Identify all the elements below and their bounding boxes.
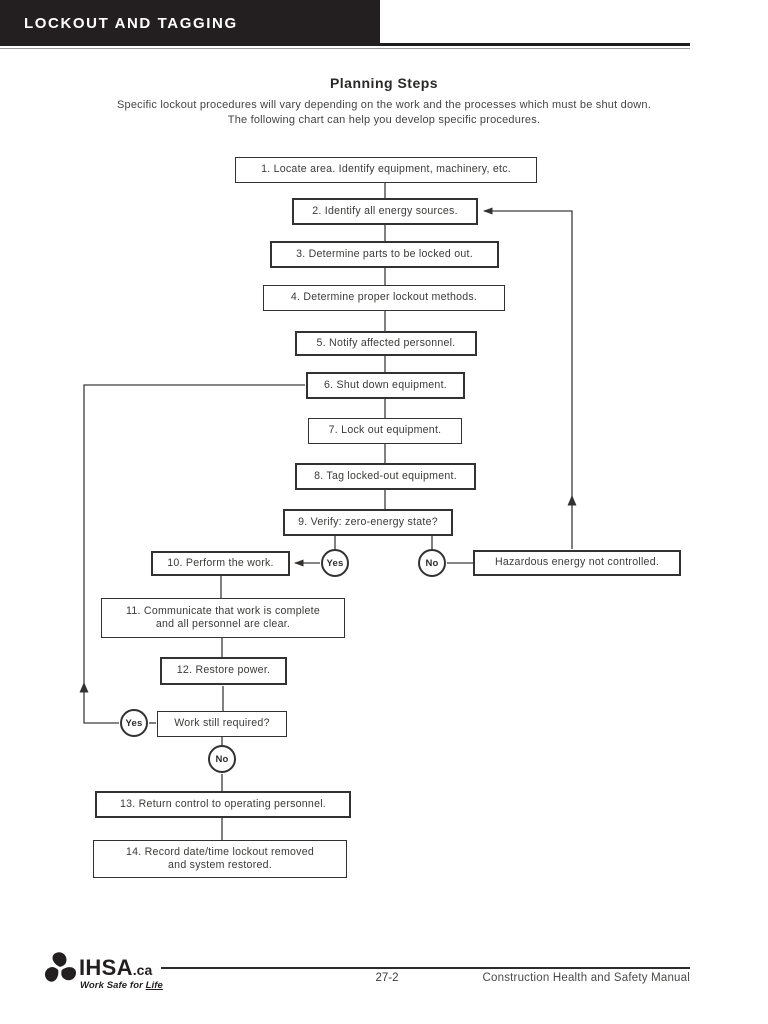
ihsa-tagline: Work Safe for Life xyxy=(80,980,163,991)
decision-no-label-2: No xyxy=(215,753,229,765)
flow-step-8-label: 8. Tag locked-out equipment. xyxy=(314,469,457,482)
ihsa-wordmark: IHSA.ca xyxy=(79,955,152,981)
decision-yes-circle-2: Yes xyxy=(120,709,148,737)
decision-no-circle-1: No xyxy=(418,549,446,577)
tagline-prefix: Work Safe for xyxy=(80,980,146,991)
decision-yes-circle-1: Yes xyxy=(321,549,349,577)
flow-step-1-label: 1. Locate area. Identify equipment, mach… xyxy=(261,163,511,176)
header-rule xyxy=(380,43,690,46)
flow-step-9-label: 9. Verify: zero-energy state? xyxy=(298,515,438,528)
footer-rule xyxy=(161,967,690,969)
flow-step-11-line-1: 11. Communicate that work is complete xyxy=(126,604,320,617)
ihsa-trillium-icon xyxy=(42,951,78,992)
hazard-label: Hazardous energy not controlled. xyxy=(494,556,660,569)
manual-title: Construction Health and Safety Manual xyxy=(482,972,690,984)
flow-step-5: 5. Notify affected personnel. xyxy=(295,331,477,356)
page-title: Planning Steps xyxy=(329,75,439,91)
flow-step-13: 13. Return control to operating personne… xyxy=(95,791,351,818)
flow-step-4: 4. Determine proper lockout methods. xyxy=(263,285,505,311)
flow-step-11: 11. Communicate that work is complete an… xyxy=(101,598,345,638)
flow-step-14-line-1: 14. Record date/time lockout removed xyxy=(125,845,314,858)
header-black-bar: LOCKOUT AND TAGGING xyxy=(0,0,380,46)
intro-line-2: The following chart can help you develop… xyxy=(227,114,541,126)
hazard-box: Hazardous energy not controlled. xyxy=(473,550,681,576)
flow-step-9: 9. Verify: zero-energy state? xyxy=(283,509,453,536)
decision-no-circle-2: No xyxy=(208,745,236,773)
flow-step-2-label: 2. Identify all energy sources. xyxy=(312,204,458,217)
flow-step-3-label: 3. Determine parts to be locked out. xyxy=(296,247,473,260)
flow-step-6-label: 6. Shut down equipment. xyxy=(324,378,447,391)
ihsa-name: IHSA xyxy=(79,955,133,980)
flow-step-5-label: 5. Notify affected personnel. xyxy=(316,336,456,349)
flow-step-7-label: 7. Lock out equipment. xyxy=(328,424,442,437)
decision-yes-label-1: Yes xyxy=(326,557,344,569)
flow-step-14: 14. Record date/time lockout removed and… xyxy=(93,840,347,878)
flow-step-11-line-2: and all personnel are clear. xyxy=(155,618,291,630)
flow-step-8: 8. Tag locked-out equipment. xyxy=(295,463,476,490)
decision-no-label-1: No xyxy=(425,557,439,569)
flow-step-1: 1. Locate area. Identify equipment, mach… xyxy=(235,157,537,183)
intro-text: Specific lockout procedures will vary de… xyxy=(0,98,768,128)
section-title: LOCKOUT AND TAGGING xyxy=(24,14,238,32)
flow-step-3: 3. Determine parts to be locked out. xyxy=(270,241,499,268)
flow-step-7: 7. Lock out equipment. xyxy=(308,418,462,444)
work-still-required-box: Work still required? xyxy=(157,711,287,737)
flow-step-10: 10. Perform the work. xyxy=(151,551,290,576)
ihsa-tld: .ca xyxy=(132,962,153,978)
flow-step-2: 2. Identify all energy sources. xyxy=(292,198,478,225)
page-number: 27-2 xyxy=(375,972,399,984)
flow-step-4-label: 4. Determine proper lockout methods. xyxy=(290,291,478,304)
flow-step-14-line-2: and system restored. xyxy=(168,859,272,871)
tagline-emphasis: Life xyxy=(145,980,163,991)
intro-line-1: Specific lockout procedures will vary de… xyxy=(116,99,651,111)
decision-yes-label-2: Yes xyxy=(125,717,143,729)
flow-step-12-label: 12. Restore power. xyxy=(176,664,271,677)
flow-step-13-label: 13. Return control to operating personne… xyxy=(119,797,327,810)
flow-step-6: 6. Shut down equipment. xyxy=(306,372,465,399)
flow-step-12: 12. Restore power. xyxy=(160,657,287,685)
header-rule-shadow xyxy=(0,48,690,49)
flow-step-10-label: 10. Perform the work. xyxy=(167,556,274,569)
work-still-required-label: Work still required? xyxy=(174,717,270,730)
